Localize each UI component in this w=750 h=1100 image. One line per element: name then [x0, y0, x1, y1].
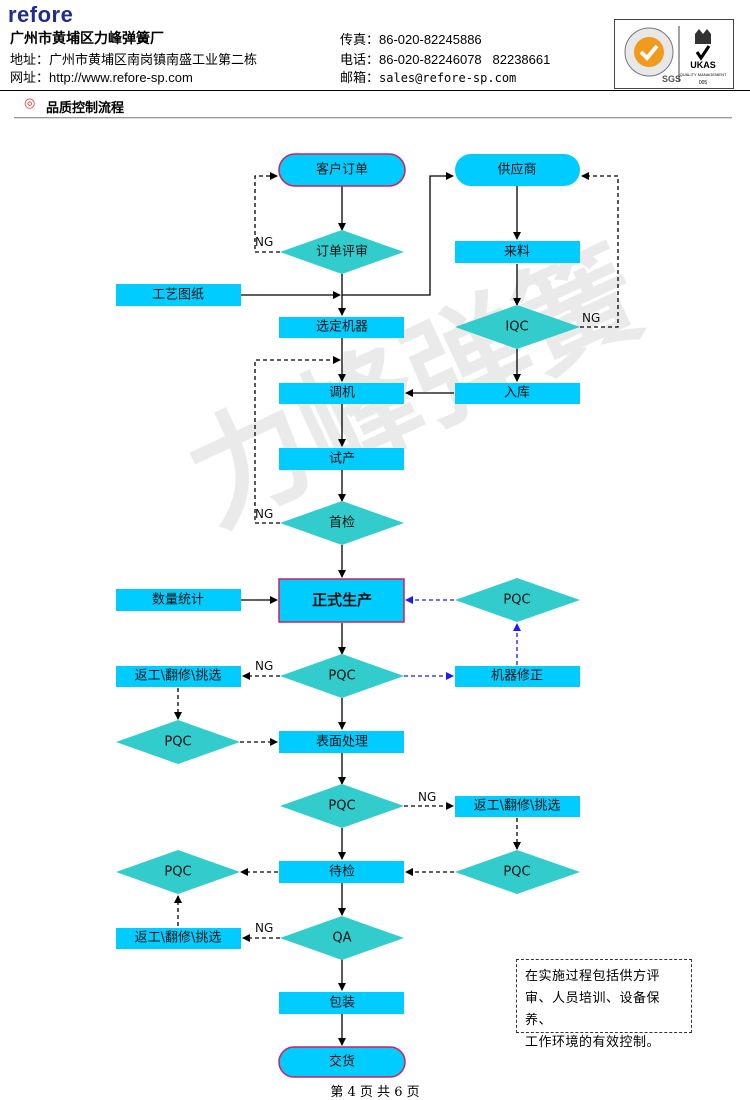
svg-text:选定机器: 选定机器 [316, 320, 368, 335]
svg-text:QA: QA [332, 931, 351, 946]
address-line: 地址：广州市黄埔区南岗镇南盛工业第二栋 [10, 49, 257, 68]
ng-label: NG [255, 659, 273, 673]
rework-box-2: 返工\翻修\挑选 [455, 796, 580, 817]
crown-icon [695, 29, 711, 44]
web-label: 网址： [10, 71, 50, 86]
tel-value: 86-020-82246078 82238661 [379, 52, 551, 67]
svg-text:数量统计: 数量统计 [152, 593, 204, 608]
packing-box: 包装 [279, 992, 404, 1014]
select-machine-box: 选定机器 [279, 317, 404, 338]
ng-label: NG [418, 790, 436, 804]
web-link[interactable]: http://www.refore-sp.com [49, 70, 193, 85]
email-line: 邮箱：sales@refore-sp.com [340, 67, 516, 86]
delivery-node: 交货 [278, 1046, 406, 1078]
svg-text:交货: 交货 [329, 1054, 355, 1070]
pqc-left-2-decision: PQC [116, 850, 240, 894]
section-bullet-icon: ◎ [24, 96, 36, 111]
note-line: 审、人员培训、设备保养、 [525, 991, 661, 1028]
svg-text:供应商: 供应商 [497, 162, 536, 178]
incoming-box: 来料 [455, 241, 580, 263]
svg-text:调机: 调机 [329, 386, 355, 401]
trial-box: 试产 [279, 448, 404, 470]
ukas-label: UKAS [690, 60, 716, 70]
address-label: 地址： [10, 53, 50, 68]
address-value: 广州市黄埔区南岗镇南盛工业第二栋 [49, 53, 258, 68]
svg-text:首检: 首检 [329, 516, 355, 531]
svg-text:IQC: IQC [505, 320, 528, 335]
rework-box-3: 返工\翻修\挑选 [116, 928, 241, 949]
svg-text:返工\翻修\挑选: 返工\翻修\挑选 [474, 799, 561, 814]
tel-line: 电话：86-020-82246078 82238661 [340, 49, 550, 68]
tune-machine-box: 调机 [279, 383, 404, 404]
svg-text:工艺图纸: 工艺图纸 [152, 288, 204, 303]
company-name: 广州市黄埔区力峰弹簧厂 [10, 31, 164, 47]
first-inspect-decision: 首检 [280, 501, 404, 545]
machine-fix-box: 机器修正 [455, 666, 580, 687]
pqc-main-1-decision: PQC [280, 654, 404, 698]
pending-inspect-box: 待检 [279, 861, 404, 883]
section-title: 品质控制流程 [46, 101, 125, 116]
email-label: 邮箱： [340, 71, 380, 86]
svg-text:客户订单: 客户订单 [316, 162, 368, 178]
svg-text:返工\翻修\挑选: 返工\翻修\挑选 [135, 931, 222, 946]
page-footer: 第 4 页 共 6 页 [330, 1085, 420, 1100]
rework-box-1: 返工\翻修\挑选 [116, 666, 241, 687]
tel-label: 电话： [340, 53, 380, 68]
order-review-decision: 订单评审 [280, 230, 404, 274]
pqc-top-right-decision: PQC [455, 578, 580, 622]
ng-label: NG [255, 507, 273, 521]
quantity-stats-box: 数量统计 [116, 589, 241, 611]
svg-text:表面处理: 表面处理 [316, 735, 368, 750]
svg-text:返工\翻修\挑选: 返工\翻修\挑选 [135, 669, 222, 684]
svg-text:机器修正: 机器修正 [491, 669, 543, 684]
ukas-sub: QUALITY MANAGEMENT [680, 72, 727, 77]
fax-label: 传真： [340, 33, 380, 48]
customer-order-node: 客户订单 [278, 153, 406, 187]
svg-text:包装: 包装 [329, 996, 355, 1011]
pqc-main-2-decision: PQC [280, 784, 404, 828]
svg-text:待检: 待检 [329, 865, 355, 880]
svg-text:PQC: PQC [503, 593, 530, 608]
pqc-left-1-decision: PQC [116, 720, 240, 764]
svg-text:订单评审: 订单评审 [316, 245, 368, 260]
storage-box: 入库 [455, 383, 580, 404]
note-line: 工作环境的有效控制。 [525, 1035, 661, 1050]
section-bar [14, 93, 732, 118]
certification-box: SGS UKAS QUALITY MANAGEMENT 005 [614, 19, 734, 89]
svg-text:PQC: PQC [328, 799, 355, 814]
ng-label: NG [255, 235, 273, 249]
surface-treatment-box: 表面处理 [279, 731, 404, 753]
fax-value: 86-020-82245886 [379, 32, 482, 47]
formal-production-box: 正式生产 [278, 578, 405, 623]
note-box: 在实施过程包括供方评 审、人员培训、设备保养、 工作环境的有效控制。 [516, 959, 692, 1050]
ng-label: NG [582, 311, 600, 325]
sgs-iso-seal-icon: SGS UKAS QUALITY MANAGEMENT 005 [624, 26, 727, 86]
ng-label: NG [255, 921, 273, 935]
supplier-node: 供应商 [455, 154, 580, 186]
svg-text:入库: 入库 [504, 385, 530, 401]
iqc-decision: IQC [455, 305, 580, 349]
svg-text:PQC: PQC [503, 865, 530, 880]
fax-line: 传真：86-020-82245886 [340, 29, 482, 48]
svg-text:试产: 试产 [329, 452, 355, 467]
note-line: 在实施过程包括供方评 [525, 969, 661, 984]
svg-text:PQC: PQC [164, 735, 191, 750]
ukas-check-icon [695, 45, 711, 61]
svg-text:PQC: PQC [164, 865, 191, 880]
email-link[interactable]: sales@refore-sp.com [379, 71, 517, 85]
sgs-label: SGS [662, 74, 681, 84]
web-line: 网址：http://www.refore-sp.com [10, 67, 193, 86]
brand-logo: refore [8, 2, 74, 27]
svg-text:正式生产: 正式生产 [312, 591, 372, 609]
header-rule [0, 90, 750, 91]
svg-text:来料: 来料 [504, 245, 530, 260]
svg-text:PQC: PQC [328, 669, 355, 684]
process-drawing-box: 工艺图纸 [116, 284, 241, 306]
ukas-code: 005 [699, 80, 708, 86]
qa-decision: QA [280, 916, 404, 960]
pqc-right-2-decision: PQC [455, 850, 580, 894]
